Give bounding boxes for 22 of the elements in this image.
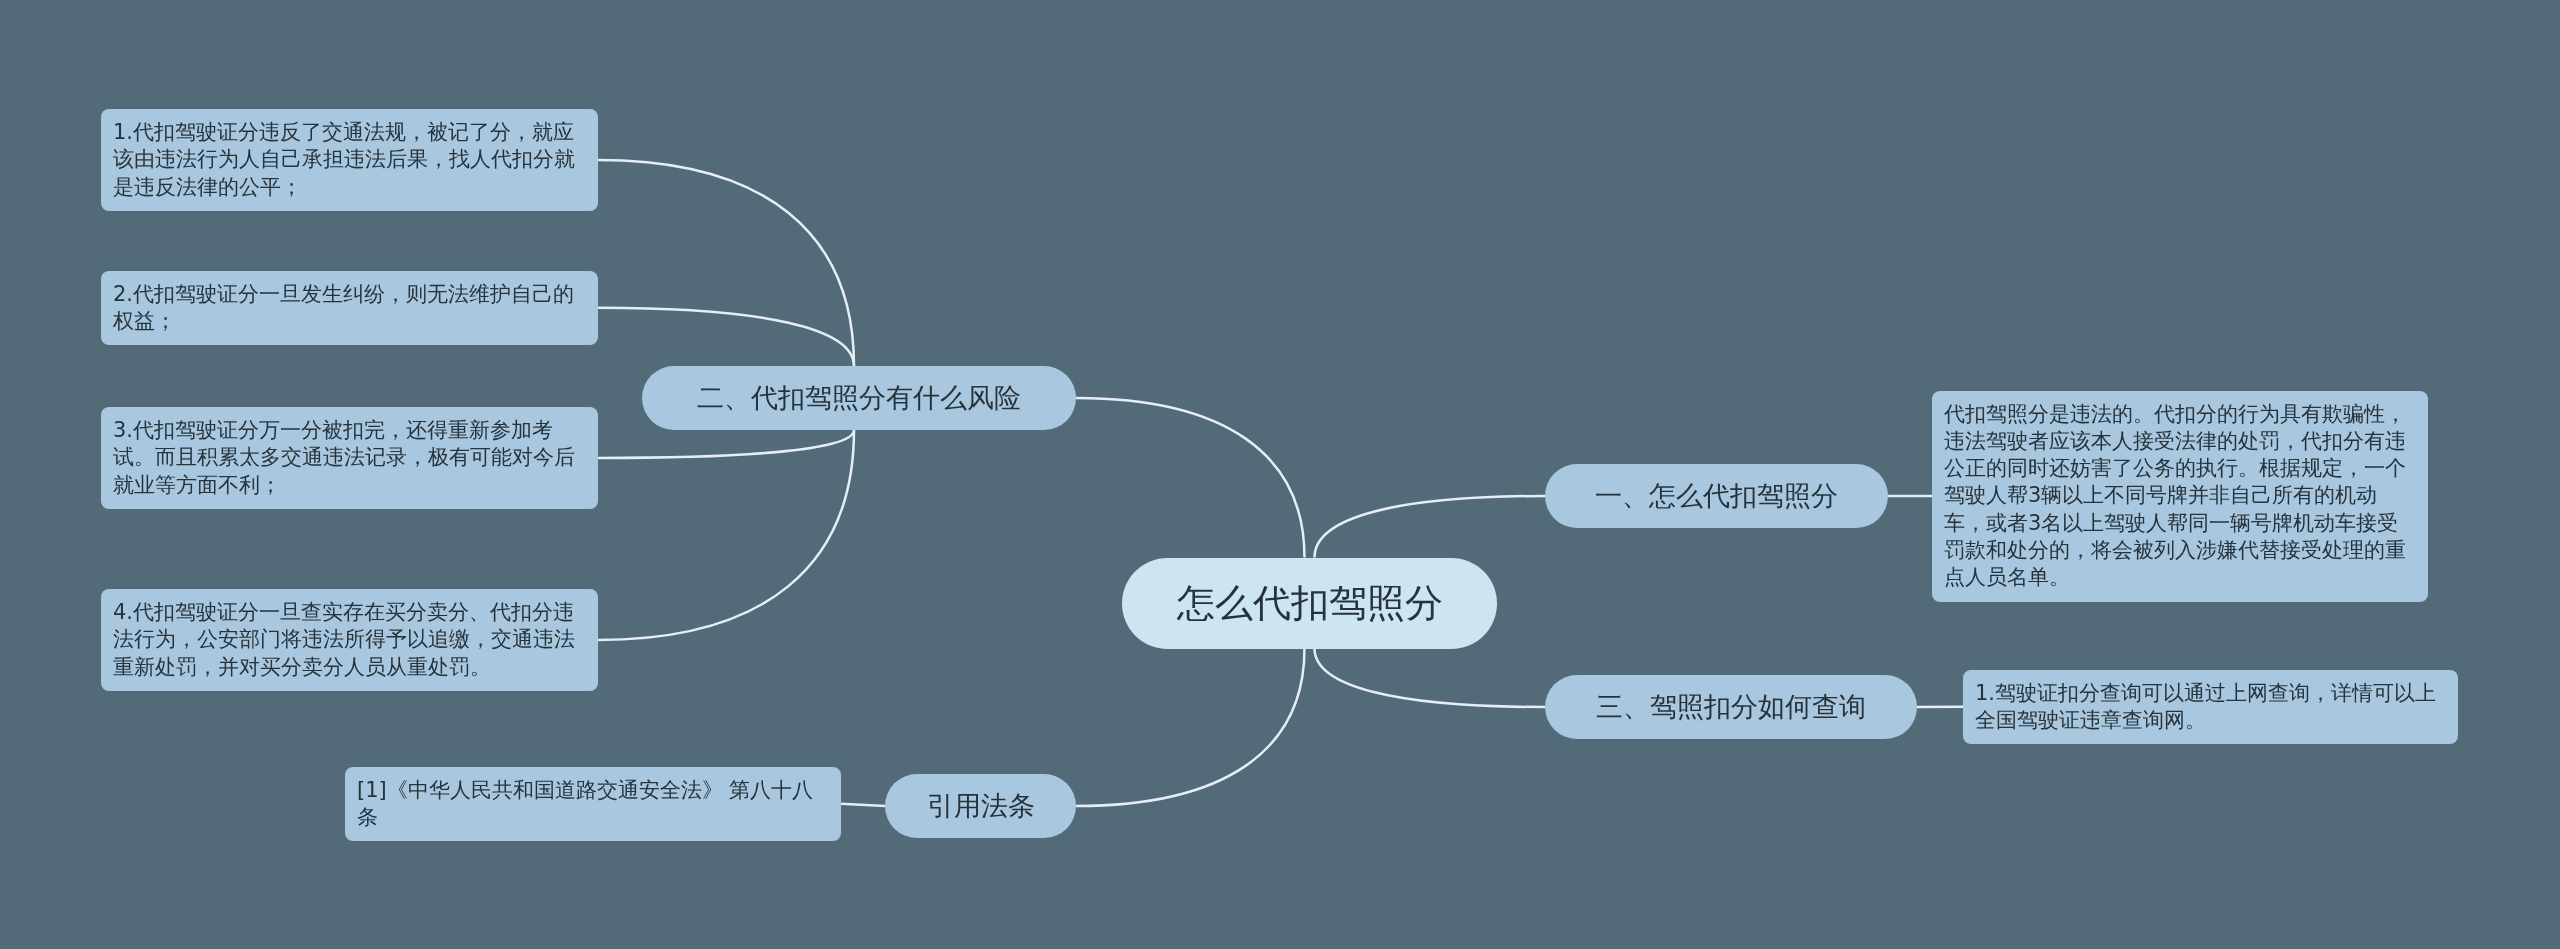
connector-line [1075,396,1306,558]
note-card: 代扣驾照分是违法的。代扣分的行为具有欺骗性，违法驾驶者应该本人接受法律的处罚，代扣分有违公正的同时还妨害了公务的执行。根据规定，一个驾驶人帮3辆以上不同号牌并非自己所有的机动车，或者3名以上驾驶人帮同一辆号牌机动车接受罚款和处分的，将会被列入涉嫌代替接受处理的重点人员名单。 [1932,390,2428,602]
connector-line [1075,648,1306,808]
note-card: 2.代扣驾驶证分一旦发生纠纷，则无法维护自己的权益； [101,270,598,346]
connector-line [598,306,856,367]
central-topic: 怎么代扣驾照分 [1122,557,1497,649]
note-card: [1]《中华人民共和国道路交通安全法》 第八十八条 [345,766,841,842]
branch-topic: 二、代扣驾照分有什么风险 [642,366,1076,430]
note-card: 3.代扣驾驶证分万一分被扣完，还得重新参加考试。而且积累太多交通违法记录，极有可能对今后就业等方面不利； [101,407,598,509]
connector-line [840,802,886,808]
branch-topic: 引用法条 [885,774,1076,838]
connector-line [1313,648,1545,709]
connector-line [1917,705,1963,709]
connector-line [598,429,856,460]
note-card: 1.代扣驾驶证分违反了交通法规，被记了分，就应该由违法行为人自己承担违法后果，找人代扣分就是违反法律的公平； [101,109,598,211]
branch-topic: 三、驾照扣分如何查询 [1545,675,1917,739]
connector-line [1313,494,1545,558]
note-card: 4.代扣驾驶证分一旦查实存在买分卖分、代扣分违法行为，公安部门将违法所得予以追缴，交通违法重新处罚，并对买分卖分人员从重处罚。 [101,589,598,691]
branch-topic: 一、怎么代扣驾照分 [1545,464,1888,528]
connector-line [597,429,856,642]
connector-line [1888,494,1932,498]
note-card: 1.驾驶证扣分查询可以通过上网查询，详情可以上全国驾驶证违章查询网。 [1963,669,2458,745]
